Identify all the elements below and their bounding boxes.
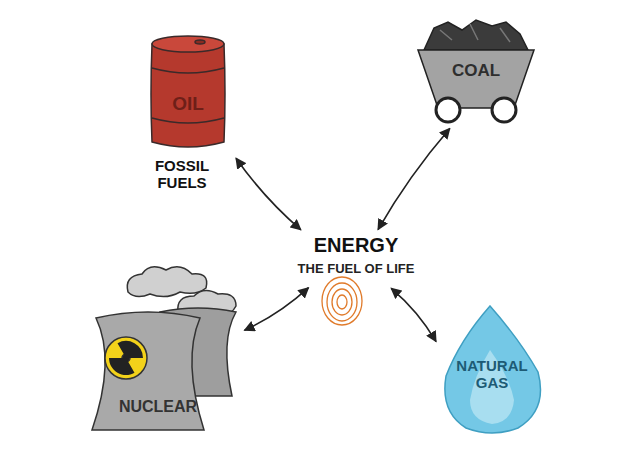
double-arrow (391, 288, 436, 341)
oil-barrel (151, 36, 225, 147)
gas-flame (445, 306, 541, 433)
node-subtitle: THE FUEL OF LIFE (284, 262, 428, 276)
nuclear-node: NUCLEAR (84, 262, 242, 434)
fuel-label: COAL (432, 62, 520, 81)
coal-cart (418, 20, 534, 122)
double-arrow (378, 128, 450, 229)
energy-node: ENERGY THE FUEL OF LIFE (284, 232, 430, 286)
coal-node: COAL (414, 16, 536, 126)
energy-spiral (322, 277, 362, 325)
group-label: FOSSIL FUELS (142, 158, 222, 191)
node-title: ENERGY (284, 234, 428, 256)
fuel-label: OIL (154, 94, 222, 115)
gas-node: NATURAL GAS (438, 302, 550, 436)
double-arrow (236, 158, 301, 230)
oil-node: OIL FOSSIL FUELS (140, 30, 234, 202)
fuel-label: NATURAL GAS (448, 358, 536, 391)
double-arrow (244, 288, 308, 331)
fuel-label: NUCLEAR (98, 398, 218, 416)
nuclear-plant (92, 267, 236, 430)
